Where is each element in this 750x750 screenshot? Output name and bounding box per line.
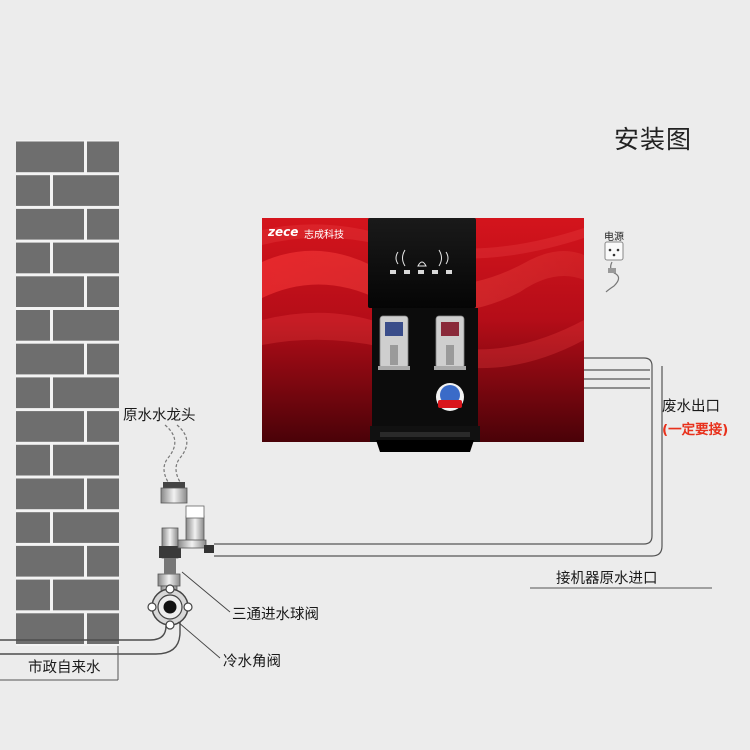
water-dispenser [262,218,584,452]
faucet-hose [161,425,187,503]
brick [53,445,119,476]
three-way-ball-valve [159,506,214,574]
machine-inlet-underline [530,586,712,590]
power-label: 电源 [604,228,624,243]
brick [87,276,119,307]
power-socket [605,242,623,292]
brick [16,512,50,543]
brick-wall [16,140,119,646]
municipal-underline [0,678,120,682]
brick [16,411,84,442]
brick [16,344,84,375]
brick [16,546,84,577]
device-brand: zece [268,225,298,239]
brick [16,175,50,206]
brick [16,243,50,274]
municipal-water-label: 市政自来水 [28,656,101,677]
brick [53,580,119,611]
brick [16,276,84,307]
brick [87,479,119,510]
brick [16,209,84,240]
page-title: 安装图 [614,120,692,156]
brick [87,546,119,577]
brick [87,344,119,375]
brick [87,411,119,442]
cold-angle-valve-label: 冷水角阀 [223,650,281,671]
waste-pipe [582,370,650,388]
brick [16,479,84,510]
brick [16,310,50,341]
brick [53,175,119,206]
waste-outlet-note: (一定要接) [662,418,728,438]
brick [87,142,119,173]
waste-outlet-label: 废水出口 [662,395,720,416]
brick [16,445,50,476]
cold-tap [378,316,410,370]
three-way-valve-leader [180,570,240,620]
badge-sticker [436,383,464,411]
brick [87,209,119,240]
hot-tap [434,316,466,370]
brick [16,580,50,611]
three-way-valve-label: 三通进水球阀 [232,603,319,624]
device-brand-sub: 志成科技 [304,226,344,241]
brick [53,512,119,543]
brick [53,310,119,341]
brick [53,243,119,274]
brick [53,377,119,408]
raw-faucet-label: 原水水龙头 [123,404,196,425]
brick [16,377,50,408]
angle-valve-leader [176,620,226,665]
machine-inlet-label: 接机器原水进口 [556,567,658,588]
municipal-bracket [116,646,120,682]
brick [16,142,84,173]
